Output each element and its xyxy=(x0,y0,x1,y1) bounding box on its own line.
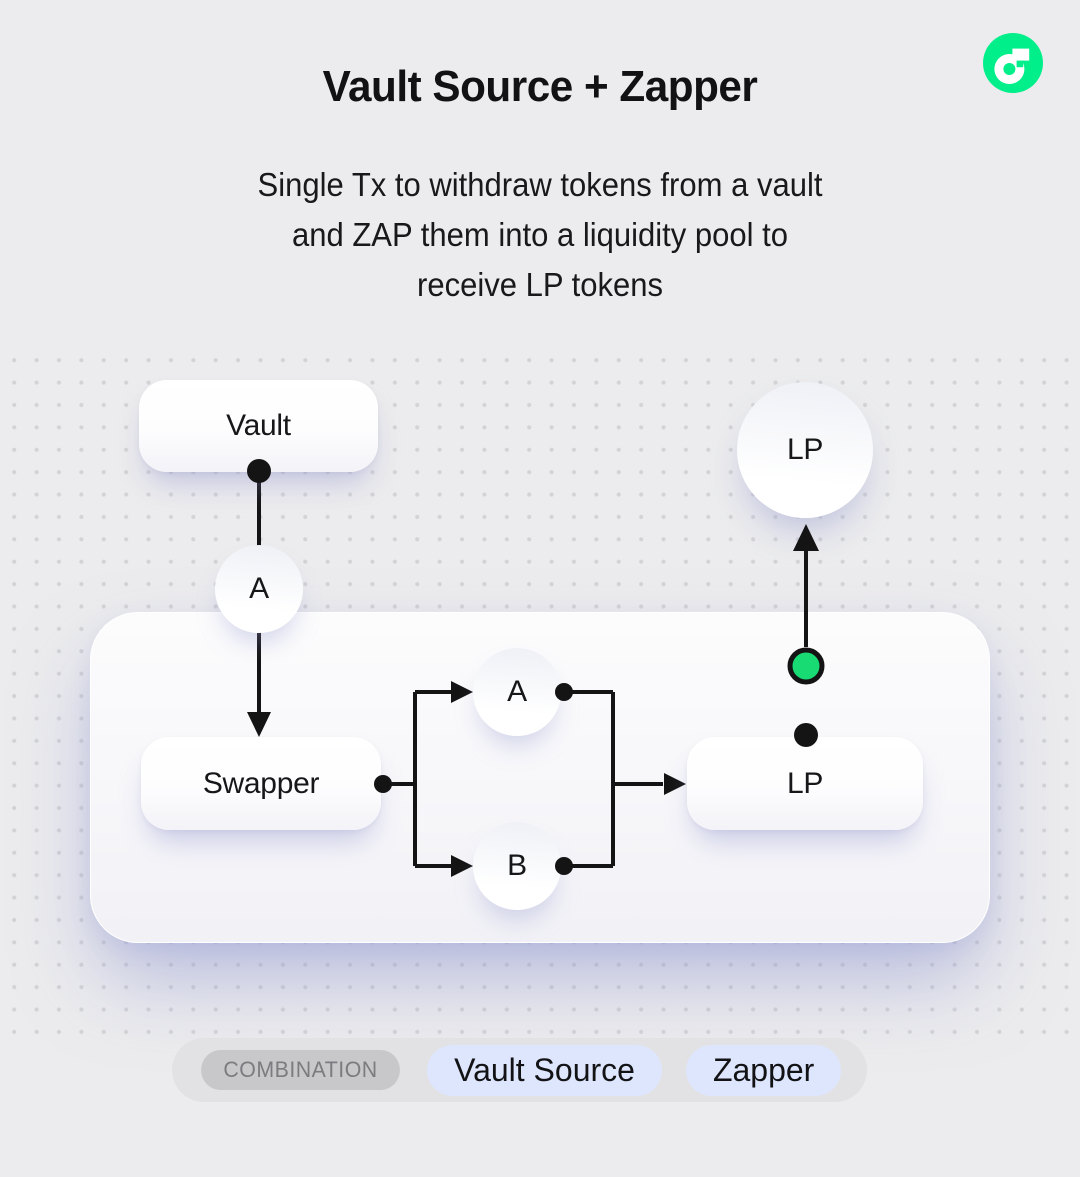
arrowhead-into-branch-a xyxy=(451,681,473,703)
green-zap-marker xyxy=(787,647,825,685)
vault-node-label: Vault xyxy=(226,409,291,442)
branch-b-node: B xyxy=(473,822,561,910)
vault-port-dot xyxy=(247,459,271,483)
branch-a-label: A xyxy=(507,675,527,708)
arrowhead-into-lp-circle xyxy=(793,524,819,551)
lp-box-port-dot xyxy=(794,723,818,747)
line-merge-bracket xyxy=(564,690,663,868)
arrowhead-into-swapper xyxy=(247,712,271,737)
swapper-port-dot xyxy=(374,775,392,793)
lp-token-node: LP xyxy=(737,382,873,518)
subtitle-line-2: and ZAP them into a liquidity pool to xyxy=(291,216,789,253)
arrowhead-into-branch-b xyxy=(451,855,473,877)
page-title: Vault Source + Zapper xyxy=(322,62,758,111)
branch-a-node: A xyxy=(473,648,561,736)
lp-token-label: LP xyxy=(786,433,824,466)
combination-badge: COMBINATION xyxy=(201,1050,401,1090)
lp-pool-node: LP xyxy=(687,737,923,830)
branch-b-port-dot xyxy=(555,857,573,875)
vault-source-badge: Vault Source xyxy=(427,1044,662,1096)
badge-bar: COMBINATION Vault Source Zapper xyxy=(172,1038,868,1102)
token-a-node: A xyxy=(215,545,303,633)
line-split-bracket xyxy=(383,690,455,868)
vault-node: Vault xyxy=(139,380,378,472)
branch-b-label: B xyxy=(507,849,527,882)
lp-pool-label: LP xyxy=(786,766,824,800)
subtitle-line-1: Single Tx to withdraw tokens from a vaul… xyxy=(257,166,823,203)
flow-logo-icon xyxy=(983,33,1043,93)
arrowhead-into-lp-box xyxy=(664,773,686,795)
page-subtitle: Single Tx to withdraw tokens from a vaul… xyxy=(32,160,1047,310)
swapper-node: Swapper xyxy=(141,737,381,830)
branch-a-port-dot xyxy=(555,683,573,701)
token-a-label: A xyxy=(249,572,269,605)
swapper-node-label: Swapper xyxy=(202,766,320,800)
subtitle-line-3: receive LP tokens xyxy=(416,266,664,303)
zapper-badge: Zapper xyxy=(685,1044,842,1096)
